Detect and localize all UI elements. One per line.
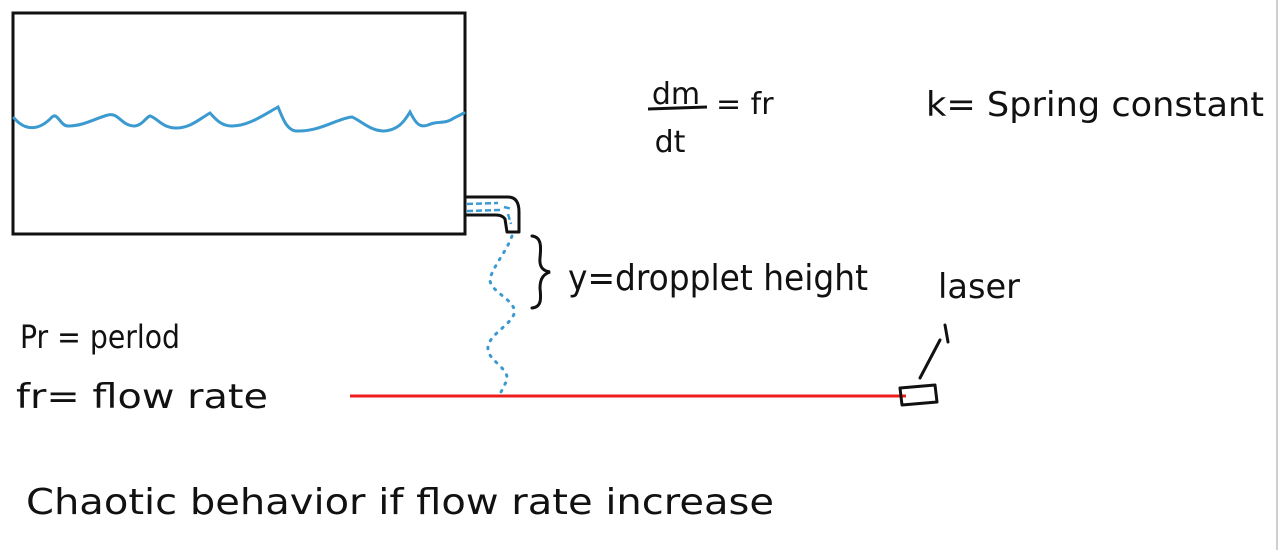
period-label: Pr = perlod — [20, 318, 180, 356]
droplet-height-brace — [530, 234, 551, 310]
water-surface — [12, 104, 466, 133]
water-tank — [11, 11, 467, 236]
outlet-spout — [465, 195, 521, 234]
laser-label: laser — [938, 267, 1020, 307]
flow-rate-label: fr= flow rate — [16, 377, 268, 417]
equation-fraction-bar — [647, 105, 708, 111]
droplet-height-label: y=dropplet height — [568, 258, 868, 299]
spring-constant-label: k= Spring constant — [926, 85, 1264, 125]
laser-pointer-line — [918, 323, 950, 380]
chaotic-behavior-note: Chaotic behavior if flow rate increase — [26, 482, 774, 523]
laser-device — [898, 383, 939, 407]
falling-droplets — [486, 234, 516, 396]
flow-equation: dm dt = fr — [647, 77, 774, 160]
equation-denominator: dt — [655, 125, 686, 160]
equation-rhs: = fr — [716, 87, 774, 122]
